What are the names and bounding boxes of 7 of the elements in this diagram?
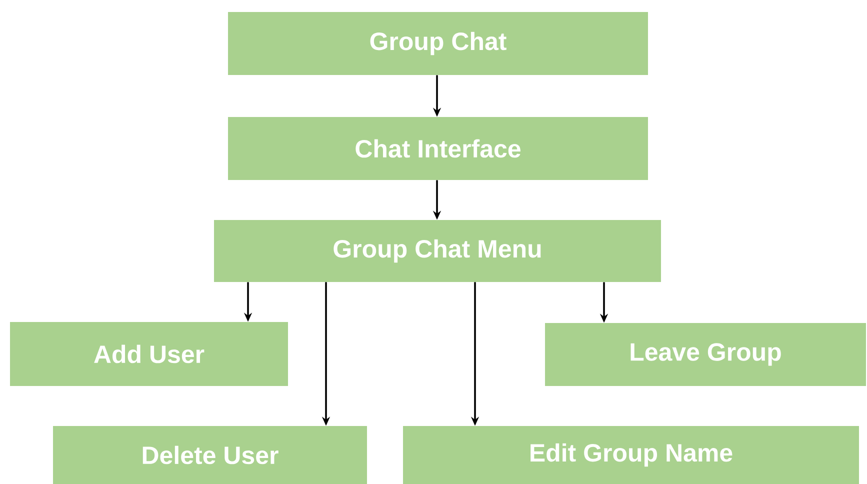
process-box: Delete User: [53, 426, 367, 484]
process-box: Group Chat Menu: [214, 220, 661, 282]
process-box: Chat Interface: [228, 117, 648, 180]
process-box: Group Chat: [228, 12, 648, 75]
process-box: Leave Group: [545, 322, 866, 386]
process-box: Add User: [10, 322, 288, 386]
process-box: Edit Group Name: [403, 426, 859, 484]
